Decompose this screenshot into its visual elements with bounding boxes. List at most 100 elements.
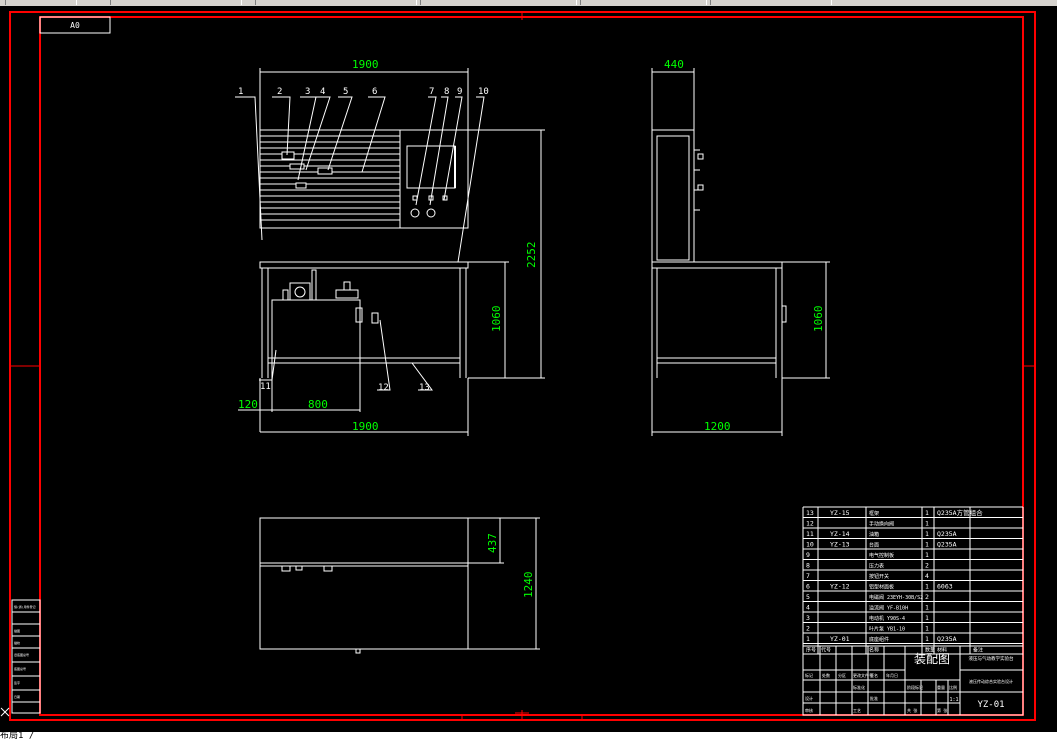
toolbar-tab[interactable] bbox=[110, 0, 242, 5]
bom-cell: 11 bbox=[806, 530, 814, 538]
toolbar-tab[interactable] bbox=[255, 0, 417, 5]
plan-dimension-values: 437 1240 bbox=[486, 533, 535, 598]
dim-side-top-depth: 440 bbox=[664, 58, 684, 71]
bom-cell: 10 bbox=[806, 541, 814, 549]
front-dimension-lines bbox=[238, 68, 545, 436]
dim-front-height-lower: 1060 bbox=[490, 306, 503, 333]
svg-text:描图: 描图 bbox=[14, 628, 20, 633]
bom-cell: Q235A bbox=[937, 635, 957, 643]
bom-cell: YZ-14 bbox=[830, 530, 850, 538]
svg-text:年月日: 年月日 bbox=[886, 672, 898, 678]
side-dimension-values: 440 1060 1200 bbox=[664, 58, 825, 433]
cursor-crosshair bbox=[0, 707, 10, 717]
balloon-2: 2 bbox=[277, 87, 282, 97]
svg-text:第 张: 第 张 bbox=[937, 707, 947, 713]
bom-cell: YZ-01 bbox=[830, 635, 850, 643]
balloon-13: 13 bbox=[419, 383, 430, 393]
bom-cell: 3 bbox=[806, 614, 810, 622]
toolbar-tab[interactable] bbox=[5, 0, 77, 5]
bom-cell: Q235A bbox=[937, 530, 957, 538]
dim-front-width-top: 1900 bbox=[352, 58, 379, 71]
bom-cell: 4 bbox=[806, 604, 810, 612]
side-view bbox=[651, 68, 830, 436]
dim-front-inner-width: 800 bbox=[308, 398, 328, 411]
cad-drawing-canvas[interactable]: A0 bbox=[0, 6, 1057, 732]
bom-cell: 1 bbox=[925, 635, 929, 643]
bom-cell: 13 bbox=[806, 509, 814, 517]
plan-view bbox=[259, 517, 540, 654]
bom-cell: 油箱 bbox=[869, 531, 879, 538]
layout-status-bar: 布局1 / bbox=[0, 732, 1057, 741]
bom-header-cell: 名称 bbox=[869, 647, 879, 654]
svg-text:比例: 比例 bbox=[949, 684, 957, 690]
svg-text:标记: 标记 bbox=[805, 672, 813, 678]
bom-cell: 1 bbox=[925, 530, 929, 538]
drawing-subtitle: 液压传动综合实验台设计 bbox=[969, 678, 1013, 684]
balloon-12: 12 bbox=[378, 383, 389, 393]
bom-cell: YZ-15 bbox=[830, 509, 850, 517]
bom-cell: YZ-13 bbox=[830, 541, 850, 549]
svg-text:标准化: 标准化 bbox=[853, 684, 865, 690]
sheet-size-box: A0 bbox=[39, 16, 111, 34]
bom-cell: YZ-12 bbox=[830, 583, 850, 591]
bom-header-cell: 材料 bbox=[937, 647, 947, 654]
bom-cell: 电气控制板 bbox=[869, 552, 894, 559]
front-dimension-values: 1900 2252 1060 120 800 1900 bbox=[238, 58, 538, 433]
dim-plan-depth-top: 437 bbox=[486, 533, 499, 553]
company-name: 液压与气动教学实验台 bbox=[969, 655, 1014, 662]
balloon-8: 8 bbox=[444, 87, 449, 97]
dim-front-width-bottom: 1900 bbox=[352, 420, 379, 433]
svg-text:借(通)用件登记: 借(通)用件登记 bbox=[14, 604, 36, 609]
bom-cell: 6 bbox=[806, 583, 810, 591]
bom-cell: 压力表 bbox=[869, 563, 884, 570]
bom-cell: 4 bbox=[925, 572, 929, 580]
svg-text:描校: 描校 bbox=[14, 640, 20, 645]
bom-cell: 电动机 Y90S-4 bbox=[869, 615, 905, 622]
bom-cell: 8 bbox=[806, 562, 810, 570]
dim-side-height-lower: 1060 bbox=[812, 306, 825, 333]
svg-text:设计: 设计 bbox=[805, 695, 813, 701]
toolbar-tab[interactable] bbox=[710, 0, 832, 5]
bom-cell: 叶片泵 YB1-10 bbox=[869, 626, 905, 633]
toolbar-tab[interactable] bbox=[420, 0, 577, 5]
bom-cell: 1 bbox=[925, 614, 929, 622]
balloon-6: 6 bbox=[372, 87, 377, 97]
layout-tab-label[interactable]: 布局1 / bbox=[0, 731, 35, 741]
bom-cell: 6063 bbox=[937, 583, 953, 591]
balloon-numbers: 1 2 3 4 5 6 7 8 9 10 11 12 13 bbox=[238, 87, 489, 393]
svg-text:审核: 审核 bbox=[805, 707, 813, 713]
bom-cell: 9 bbox=[806, 551, 810, 559]
balloon-3: 3 bbox=[305, 87, 310, 97]
svg-text:重量: 重量 bbox=[937, 684, 945, 690]
bom-header-cell: 代号 bbox=[821, 647, 831, 654]
bom-cell: 台面 bbox=[869, 542, 879, 549]
front-view bbox=[259, 129, 469, 378]
svg-text:批准: 批准 bbox=[870, 695, 878, 701]
bom-cell: 手动换向阀 bbox=[869, 521, 894, 528]
bom-cell: 2 bbox=[806, 625, 810, 633]
bom-cell: 1 bbox=[925, 541, 929, 549]
bom-cell: 电磁阀 23EYH-30B/S2 bbox=[869, 594, 923, 601]
drawing-title: 装配图 bbox=[914, 652, 950, 666]
louver-lines bbox=[260, 135, 400, 221]
bom-cell: 底座组件 bbox=[869, 636, 889, 643]
bom-cell: 1 bbox=[925, 583, 929, 591]
bom-cell: 7 bbox=[806, 572, 810, 580]
balloon-9: 9 bbox=[457, 87, 462, 97]
bom-cell: 溢流阀 YF-B10H bbox=[869, 605, 908, 612]
dim-side-depth: 1200 bbox=[704, 420, 731, 433]
bom-cell: 12 bbox=[806, 520, 814, 528]
bom-cell: 2 bbox=[925, 562, 929, 570]
sheet-center-marks bbox=[10, 12, 1035, 721]
svg-text:分区: 分区 bbox=[838, 672, 846, 678]
application-toolbar bbox=[0, 0, 1057, 6]
sheet-size-label: A0 bbox=[70, 21, 80, 30]
toolbar-tab[interactable] bbox=[580, 0, 707, 5]
bom-cell: 1 bbox=[925, 509, 929, 517]
bom-header-cell: 序号 bbox=[806, 647, 816, 654]
balloon-leaders bbox=[235, 96, 485, 391]
balloon-1: 1 bbox=[238, 87, 243, 97]
bom-header-cell: 备注 bbox=[973, 647, 983, 654]
svg-text:阶段标记: 阶段标记 bbox=[907, 684, 923, 690]
